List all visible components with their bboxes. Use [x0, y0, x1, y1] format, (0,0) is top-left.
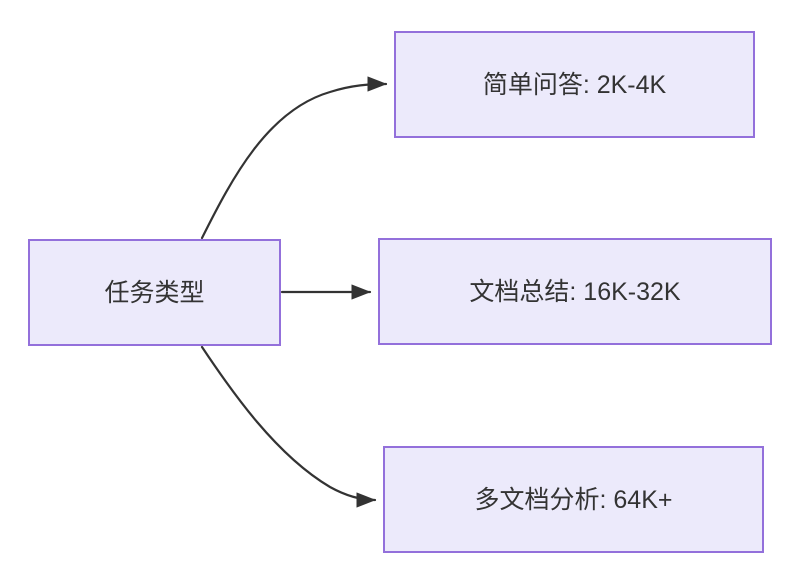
node-simple-qa[interactable]: 简单问答: 2K-4K [394, 31, 755, 138]
node-doc-summary[interactable]: 文档总结: 16K-32K [378, 238, 772, 345]
node-task-type-label: 任务类型 [104, 278, 205, 307]
node-multi-doc-label: 多文档分析: 64K+ [474, 485, 673, 514]
node-doc-summary-label: 文档总结: 16K-32K [469, 277, 681, 306]
edge-to-multi-doc [200, 345, 377, 508]
node-simple-qa-label: 简单问答: 2K-4K [482, 70, 667, 99]
node-task-type[interactable]: 任务类型 [28, 239, 281, 346]
node-multi-doc[interactable]: 多文档分析: 64K+ [383, 446, 764, 553]
edge-to-simple-qa [200, 76, 388, 240]
